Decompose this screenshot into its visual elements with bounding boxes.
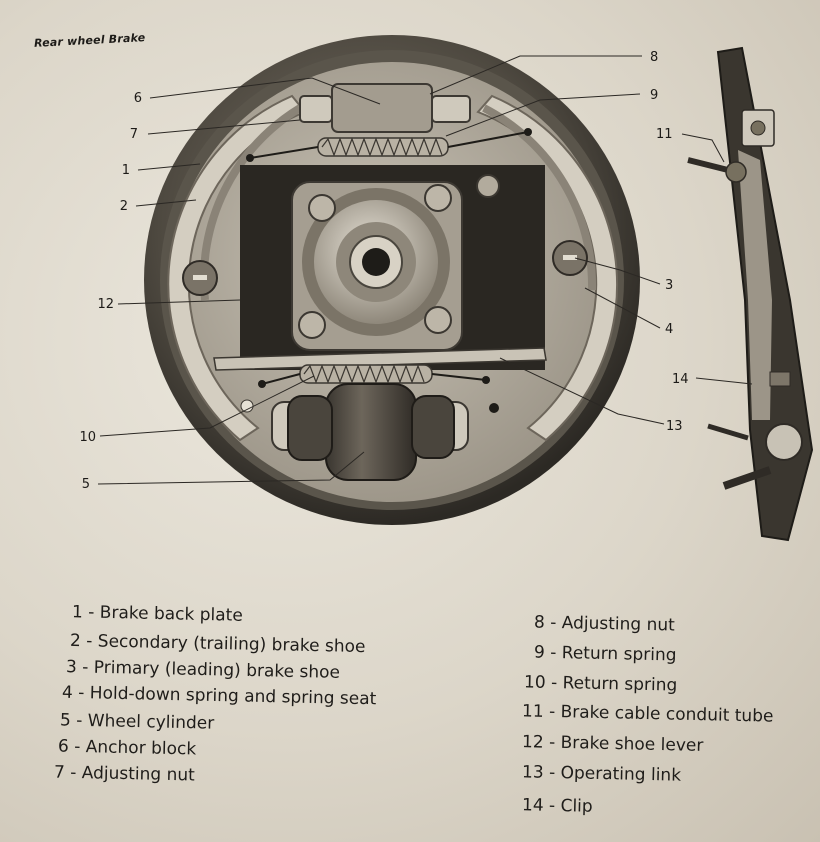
callout-1: 1 [122,163,130,178]
hub-flange [291,174,500,351]
callout-13: 13 [666,419,683,434]
top-return-spring [246,128,532,162]
callout-labels: 6 7 1 2 3 4 5 8 9 10 11 12 13 14 [79,50,688,492]
anchor-block [299,83,471,133]
callout-10: 10 [79,430,96,445]
side-view-bracket [687,46,814,542]
callout-4: 4 [665,322,673,337]
callout-5: 5 [82,477,90,492]
callout-11: 11 [656,127,673,142]
hold-down-spring-seats [182,240,588,296]
callout-3: 3 [665,278,673,293]
operating-link [213,347,547,371]
callout-6: 6 [134,91,142,106]
callout-2: 2 [120,199,128,214]
callout-7: 7 [130,127,138,142]
callout-12: 12 [97,297,114,312]
callout-14: 14 [672,372,689,387]
leader-lines [97,55,753,485]
wheel-cylinder [271,383,469,481]
callout-8: 8 [650,50,658,65]
callout-9: 9 [650,88,658,103]
